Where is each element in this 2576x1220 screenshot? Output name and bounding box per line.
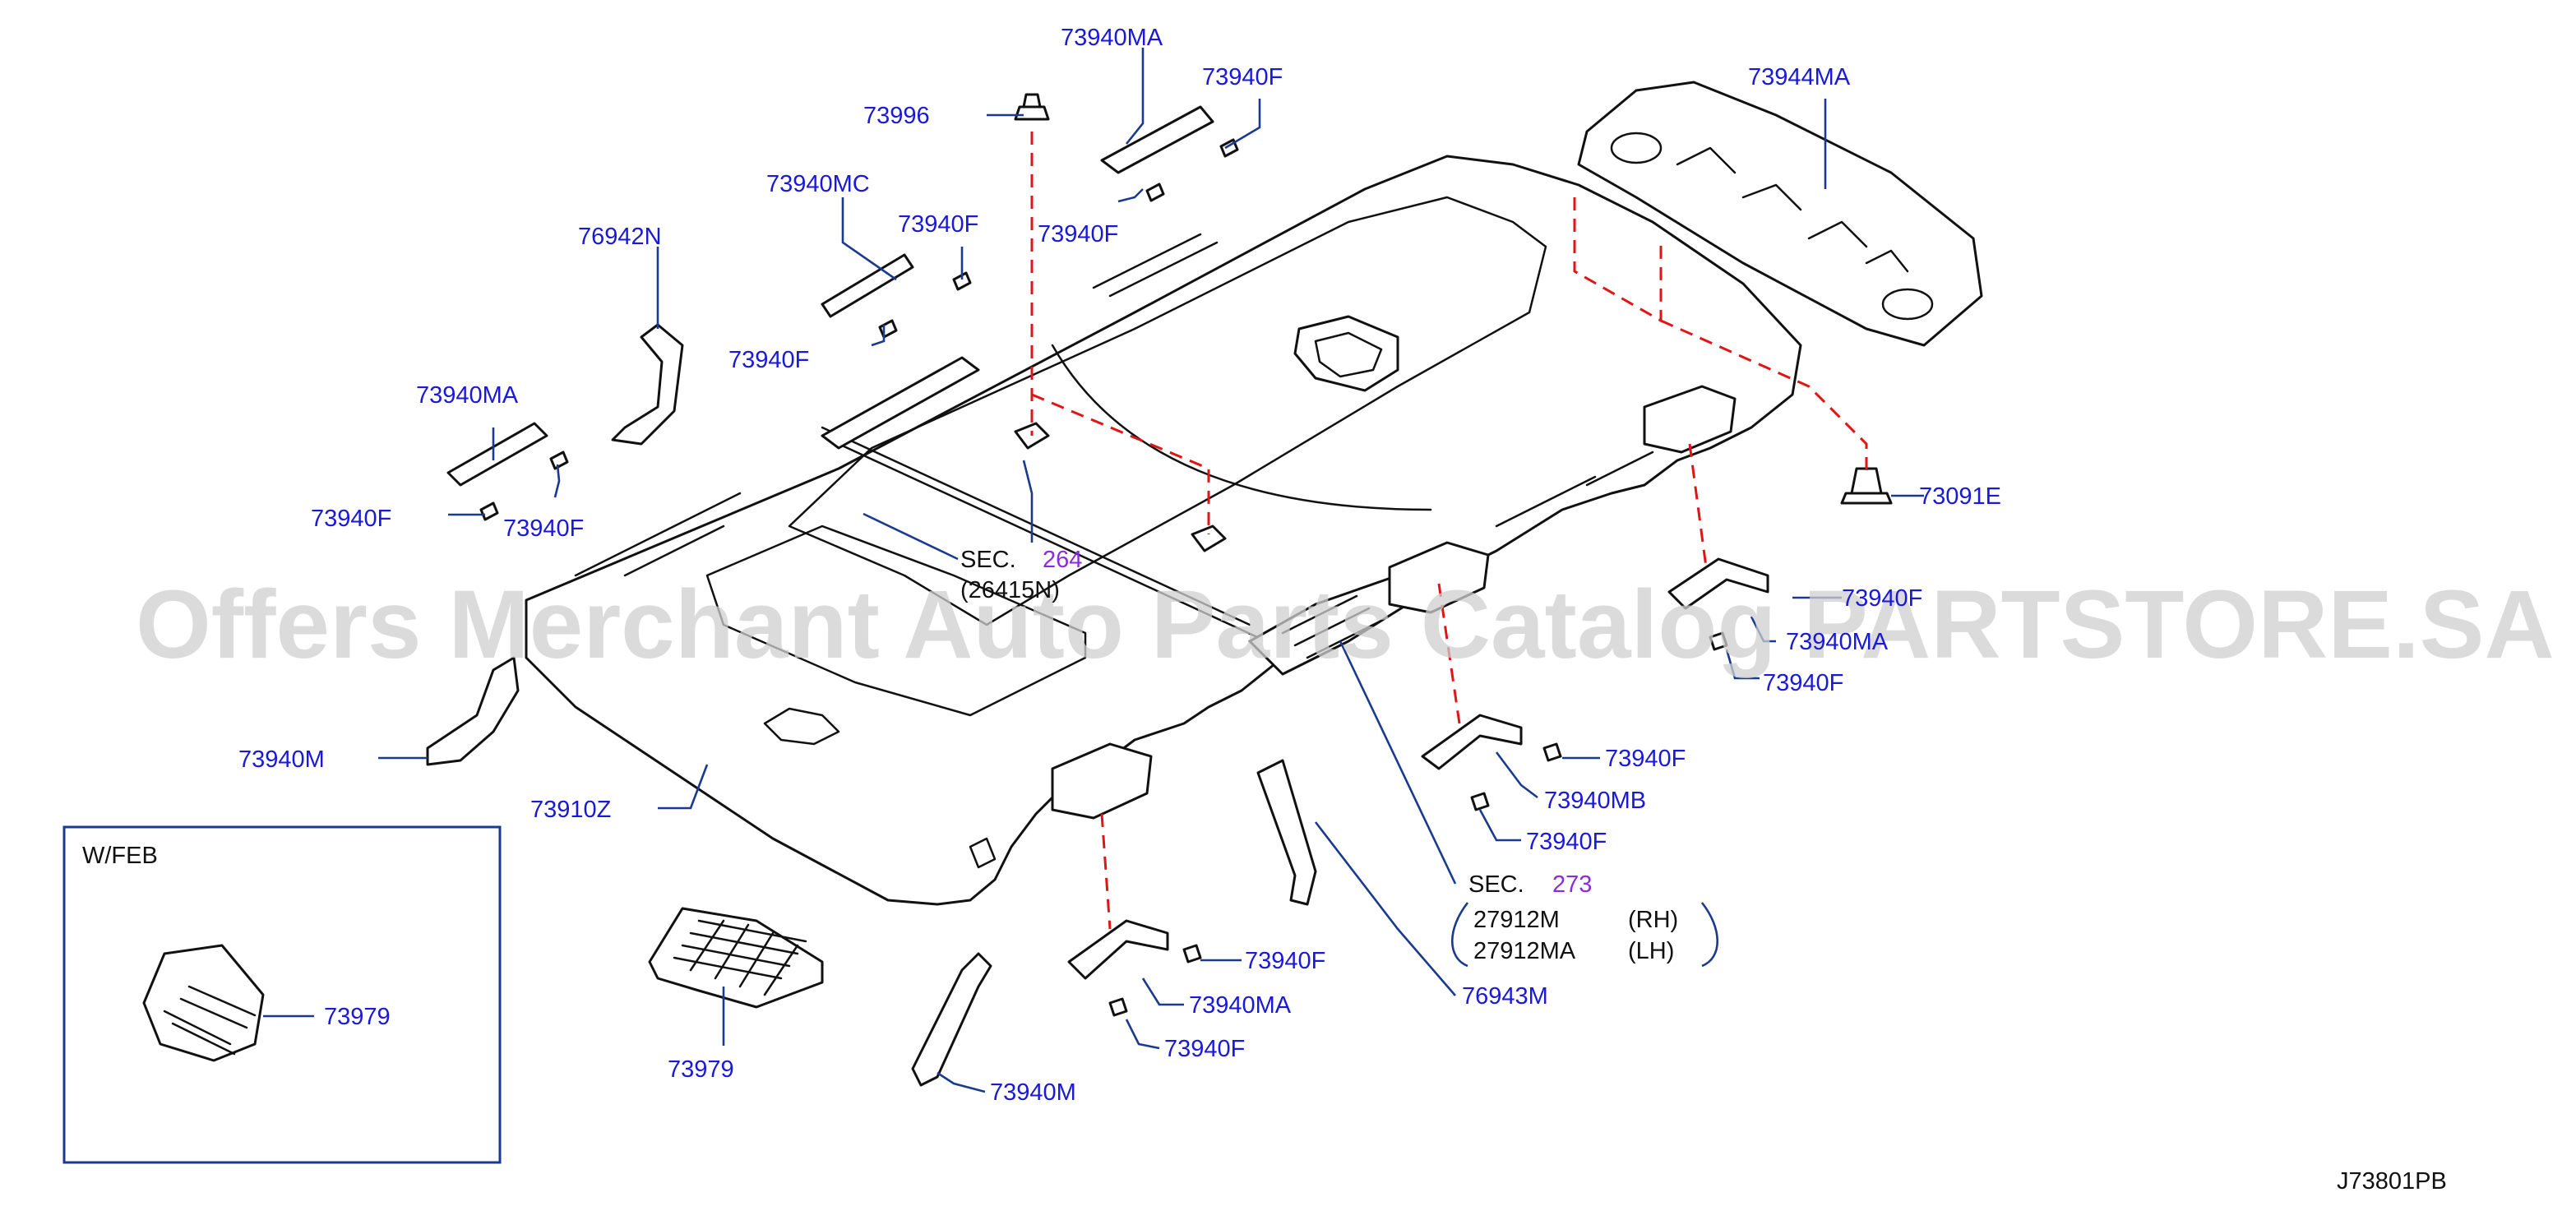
label-73979-inset[interactable]: 73979 (324, 1004, 391, 1030)
label-73940F-mid-b[interactable]: 73940F (1526, 829, 1607, 855)
sec273-side-lh: (LH) (1628, 938, 1674, 964)
label-73940F-right-a[interactable]: 73940F (1842, 585, 1922, 612)
section-ref-264: SEC. 264 (26415N) (960, 547, 1082, 603)
part-labels: 73940MA 73940F 73996 73940F 73940MC 7394… (238, 25, 2001, 1106)
label-73940F-center[interactable]: 73940F (1038, 221, 1118, 247)
sec273-part-lh: 27912MA (1473, 938, 1576, 964)
inset-feb (62, 825, 502, 1164)
handle-pad-rear (1643, 385, 1737, 454)
label-73940F-right-b[interactable]: 73940F (1763, 670, 1843, 696)
handle-pad-front-left (1051, 742, 1153, 820)
assist-grip-73940MA-right (1667, 557, 1769, 610)
sec273-number[interactable]: 273 (1552, 871, 1592, 898)
label-73940MC[interactable]: 73940MC (766, 171, 870, 197)
headlining-illustration (525, 155, 1802, 906)
clip-73091E (1840, 467, 1893, 505)
inset-title: W/FEB (82, 843, 158, 869)
label-73940MA-right[interactable]: 73940MA (1786, 629, 1889, 655)
section-ref-273: SEC. 273 27912M (RH) 27912MA (LH) (1468, 871, 1678, 964)
label-73940MA-low[interactable]: 73940MA (1189, 992, 1292, 1019)
label-73940F-left-c[interactable]: 73940F (503, 515, 584, 542)
label-73091E[interactable]: 73091E (1919, 483, 2001, 510)
coat-hook-76942N (611, 323, 684, 446)
assist-grip-73940MA-left (446, 422, 548, 487)
sec264-number[interactable]: 264 (1043, 547, 1082, 573)
diagram-code: J73801PB (2337, 1168, 2447, 1195)
label-76943M[interactable]: 76943M (1462, 983, 1548, 1010)
label-73940F-low-b[interactable]: 73940F (1164, 1036, 1245, 1062)
label-73940M-low[interactable]: 73940M (990, 1079, 1076, 1106)
sec273-prefix: SEC. (1468, 871, 1524, 898)
leader-lines (263, 48, 1924, 1093)
label-73940MA-left[interactable]: 73940MA (416, 382, 519, 409)
sec273-part-rh: 27912M (1473, 907, 1560, 933)
label-76942N[interactable]: 76942N (578, 224, 662, 250)
assist-grip-73940M-left (426, 656, 520, 766)
label-73996[interactable]: 73996 (863, 103, 930, 129)
airbag-module-73979 (648, 907, 824, 1009)
assist-grip-73940MA-low (1067, 919, 1169, 980)
coat-hook-76943M (1256, 759, 1317, 906)
label-73940F-top-right[interactable]: 73940F (1202, 64, 1283, 90)
sec264-sub: (26415N) (960, 577, 1060, 603)
watermark: Offers Merchant Auto Parts Catalog PARTS… (136, 571, 2555, 679)
label-73940F-low-a[interactable]: 73940F (1245, 948, 1325, 974)
assist-grip-73940M-low (911, 952, 992, 1087)
handle-pad-mid (1388, 541, 1490, 614)
assist-grip-73940MA-top (1100, 105, 1214, 174)
label-73940MB[interactable]: 73940MB (1544, 788, 1646, 814)
label-73944MA[interactable]: 73944MA (1748, 64, 1851, 90)
label-73940F-mid-a[interactable]: 73940F (1605, 746, 1686, 772)
label-73940MA-top[interactable]: 73940MA (1061, 25, 1163, 51)
label-73910Z[interactable]: 73910Z (530, 797, 611, 823)
sec273-side-rh: (RH) (1628, 907, 1678, 933)
label-73940M-left[interactable]: 73940M (238, 746, 325, 773)
label-73940F-upper-left[interactable]: 73940F (898, 211, 978, 238)
label-73940F-left-a[interactable]: 73940F (728, 347, 809, 373)
clip-73940F-set (479, 138, 1728, 1017)
label-73979-main[interactable]: 73979 (668, 1056, 734, 1083)
label-73940F-left-b[interactable]: 73940F (311, 506, 391, 532)
assist-grip-73940MB (1421, 714, 1523, 770)
sec264-prefix: SEC. (960, 547, 1016, 573)
dashed-guides (1030, 132, 1868, 930)
rear-trim-panel (1577, 81, 1983, 347)
assist-grip-73940MC (821, 253, 914, 318)
